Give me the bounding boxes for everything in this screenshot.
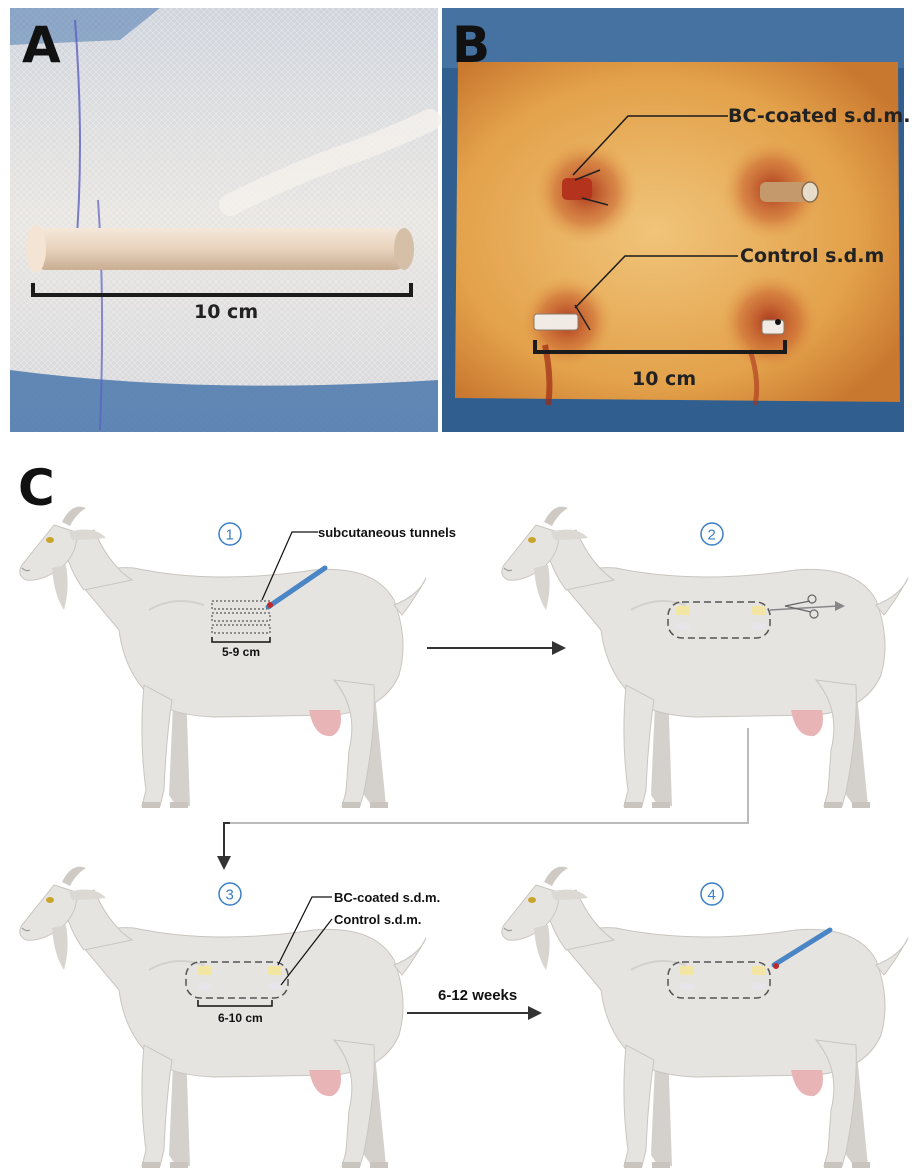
panel-letter-c: C	[18, 459, 55, 517]
goat-step-2	[502, 507, 908, 808]
label-coated-b: BC-coated s.d.m.	[728, 105, 910, 127]
scaffold-tube	[26, 225, 414, 273]
implant-coated-right	[760, 182, 818, 202]
step-3-number: 3	[226, 887, 234, 904]
panel-letter-b: B	[452, 16, 490, 74]
step-1-length: 5-9 cm	[222, 645, 260, 659]
step-1-number: 1	[226, 527, 234, 544]
time-label: 6-12 weeks	[438, 987, 517, 1004]
step-3-label-control: Control s.d.m.	[334, 912, 421, 927]
panel-a-photo: A 10 cm	[10, 8, 438, 432]
step-3-length: 6-10 cm	[218, 1011, 263, 1025]
panel-letter-a: A	[22, 16, 61, 74]
step-4-number: 4	[708, 887, 716, 904]
scale-label-a: 10 cm	[194, 301, 258, 323]
step-2-number: 2	[708, 527, 716, 544]
implant-control-right	[762, 319, 784, 334]
goat-step-4	[502, 867, 908, 1168]
arrow-step-1-to-2	[427, 641, 566, 655]
step-1-label: subcutaneous tunnels	[318, 525, 456, 540]
label-control-b: Control s.d.m	[740, 245, 884, 267]
arrow-step-3-to-4: 6-12 weeks	[407, 987, 542, 1020]
panel-b-photo: B BC-coated s.d.m. Control s.d.m 10 cm	[442, 8, 910, 432]
scale-label-b: 10 cm	[632, 368, 696, 390]
step-3-label-coated: BC-coated s.d.m.	[334, 890, 440, 905]
